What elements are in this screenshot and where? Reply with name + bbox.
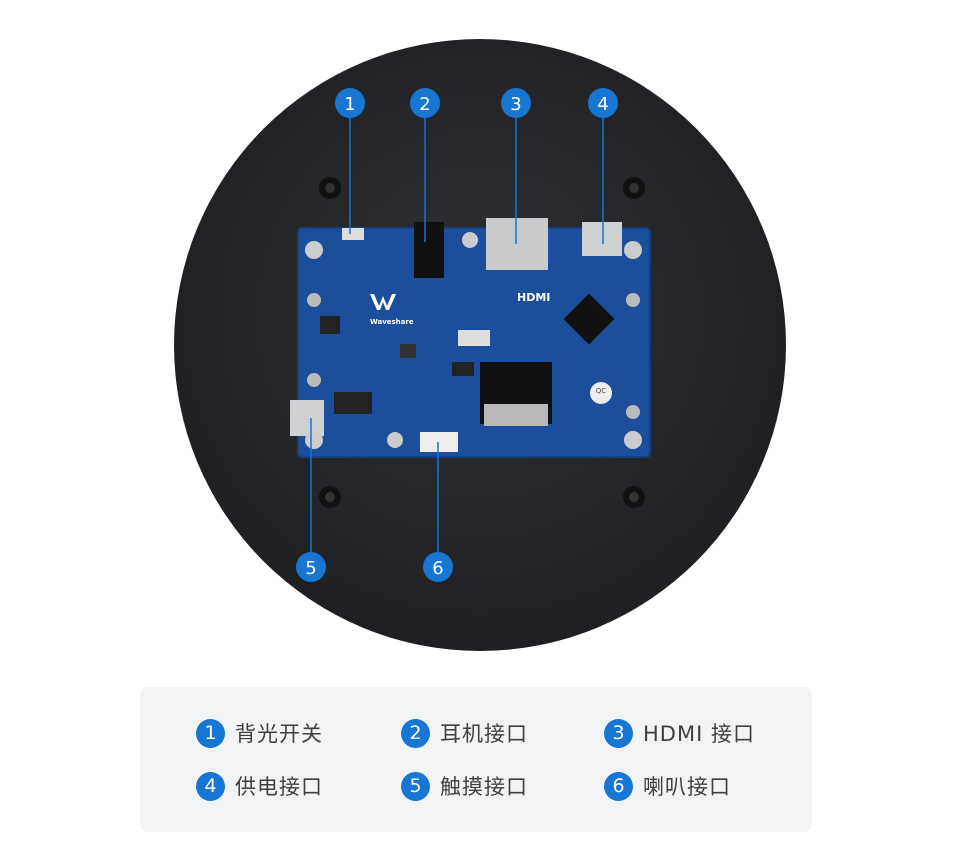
legend-item: 2 耳机接口 (401, 717, 528, 749)
svg-text:3: 3 (510, 94, 521, 115)
legend-number: 1 (196, 718, 225, 748)
svg-text:6: 6 (432, 558, 443, 579)
legend-number: 4 (196, 771, 225, 801)
svg-text:4: 4 (597, 94, 608, 115)
backlight-switch (342, 228, 364, 240)
svg-text:2: 2 (419, 94, 430, 115)
svg-text:5: 5 (305, 558, 316, 579)
svg-text:1: 1 (344, 94, 355, 115)
callout-marker-2: 2 (410, 88, 440, 118)
speaker-connector (420, 432, 458, 452)
mount-screws (319, 177, 645, 508)
callout-marker-6: 6 (423, 552, 453, 582)
legend-label: 喇叭接口 (643, 775, 731, 799)
legend-number: 6 (604, 771, 633, 801)
legend-item: 4 供电接口 (196, 770, 323, 802)
legend-label: 触摸接口 (440, 775, 528, 799)
qc-label: QC (596, 387, 607, 395)
callout-lines (310, 103, 604, 567)
legend-item: 5 触摸接口 (401, 770, 528, 802)
hdmi-port (486, 218, 548, 270)
legend-number: 2 (401, 718, 430, 748)
hdmi-silk: HDMI (517, 291, 550, 304)
headphone-jack (414, 222, 444, 278)
callout-marker-5: 5 (296, 552, 326, 582)
driver-board: QC HDMI Waveshare (290, 218, 651, 458)
legend-label: HDMI 接口 (643, 722, 755, 746)
legend-item: 3 HDMI 接口 (604, 717, 755, 749)
callout-marker-3: 3 (501, 88, 531, 118)
legend-number: 5 (401, 771, 430, 801)
legend-number: 3 (604, 718, 633, 748)
legend-label: 耳机接口 (440, 722, 528, 746)
waveshare-logo (370, 294, 396, 310)
product-photo: QC HDMI Waveshare 1 2 3 4 5 6 (174, 39, 786, 651)
touch-usb-c-port (290, 400, 324, 436)
legend-label: 背光开关 (235, 722, 323, 746)
power-usb-c-port (582, 222, 622, 256)
callout-marker-1: 1 (335, 88, 365, 118)
legend-label: 供电接口 (235, 775, 323, 799)
legend-panel: 1 背光开关 2 耳机接口 3 HDMI 接口 4 供电接口 5 触摸接口 6 喇叭接口 (140, 687, 812, 832)
waveshare-logo-text: Waveshare (370, 318, 414, 326)
legend-item: 6 喇叭接口 (604, 770, 731, 802)
legend-item: 1 背光开关 (196, 717, 323, 749)
callout-marker-4: 4 (588, 88, 618, 118)
